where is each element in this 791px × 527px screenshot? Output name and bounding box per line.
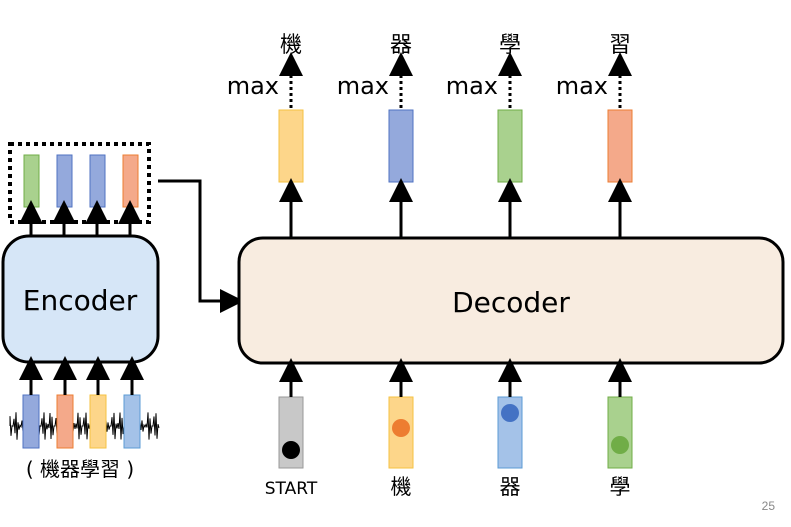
one-hot-dot	[611, 436, 629, 454]
encoder-output-vector	[89, 154, 106, 208]
encoder-input-vector	[89, 394, 107, 449]
encoder-to-decoder-arrow	[158, 179, 244, 313]
encoder-output-box	[8, 142, 151, 224]
encoder-output-vector	[23, 154, 40, 208]
encoder-output-vector	[122, 154, 139, 208]
one-hot-dot	[501, 404, 519, 422]
max-label: max	[446, 72, 498, 100]
output-token: 機	[280, 33, 302, 58]
encoder-input-vector	[123, 394, 141, 449]
decoder-output-vector	[388, 109, 414, 183]
decoder-output-vector	[278, 109, 304, 183]
output-token: 習	[609, 33, 631, 58]
max-label: max	[337, 72, 389, 100]
decoder-output-vector	[607, 109, 633, 183]
output-token: 學	[499, 33, 521, 58]
encoder-input-vector	[56, 394, 74, 449]
encoder-output-vector	[56, 154, 73, 208]
decoder-input-label: 學	[610, 475, 631, 499]
max-label: max	[227, 72, 279, 100]
max-label: max	[556, 72, 608, 100]
one-hot-dot	[392, 419, 410, 437]
decoder-input-label: 器	[500, 475, 521, 499]
decoder-output-vector	[497, 109, 523, 183]
page-number: 25	[762, 499, 776, 513]
decoder-input-label: 機	[391, 475, 412, 499]
decoder-label: Decoder	[452, 286, 570, 319]
decoder-input-vector	[497, 396, 523, 469]
output-token: 器	[390, 33, 412, 58]
one-hot-dot	[282, 441, 300, 459]
decoder-input-label: START	[265, 479, 318, 499]
encoder-block	[1, 234, 160, 364]
encoder-input-vector	[22, 394, 40, 449]
decoder-input-vector	[607, 396, 633, 469]
encoder-input-caption: ( 機器學習 )	[26, 457, 134, 481]
encoder-label: Encoder	[23, 284, 138, 317]
